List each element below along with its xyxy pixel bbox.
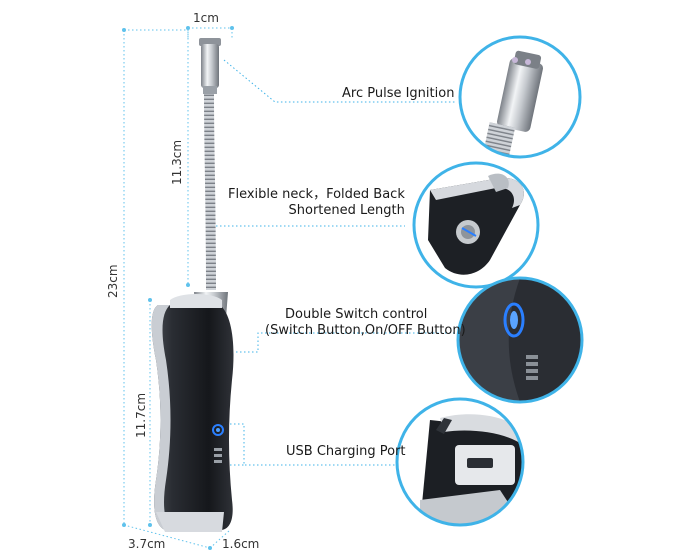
callout-arc-ignition: Arc Pulse Ignition — [342, 86, 454, 102]
switch-control-closeup — [456, 276, 584, 404]
callout-usb-port: USB Charging Port — [286, 444, 405, 460]
lighter-product — [151, 38, 234, 532]
callout-arc-line-1: Arc Pulse Ignition — [342, 86, 455, 101]
usb-port-closeup — [395, 397, 525, 527]
flexible-neck-closeup — [412, 161, 540, 289]
leader-lines — [216, 59, 458, 466]
top-width-label: 1cm — [193, 11, 219, 25]
arc-ignition-closeup — [458, 35, 582, 159]
callout-flexible-neck: Flexible neck，Folded Back Shortened Leng… — [228, 187, 405, 219]
callout-switch-line-1: Double Switch control — [285, 307, 428, 322]
callout-switch-control: Double Switch control (Switch Button,On/… — [265, 307, 466, 339]
neck-length-label: 11.3cm — [170, 139, 184, 185]
callout-usb-line-1: USB Charging Port — [286, 444, 406, 459]
callout-switch-line-2: (Switch Button,On/OFF Button) — [265, 323, 466, 338]
handle-length-label: 11.7cm — [134, 392, 148, 438]
bottom-width-label: 3.7cm — [128, 537, 166, 551]
callout-neck-line-2: Shortened Length — [288, 203, 405, 218]
dimension-lines — [123, 27, 233, 549]
bottom-depth-label: 1.6cm — [222, 537, 260, 551]
total-length-label: 23cm — [106, 264, 120, 298]
dimension-dots — [122, 26, 234, 550]
callout-neck-line-1: Flexible neck，Folded Back — [228, 187, 405, 202]
